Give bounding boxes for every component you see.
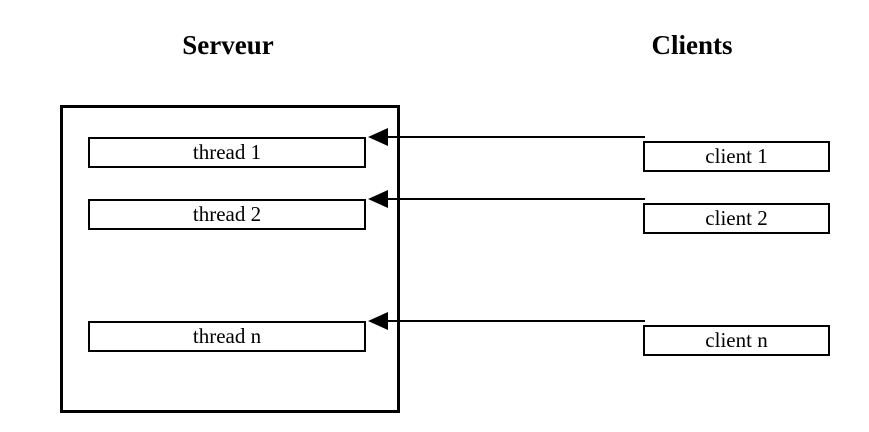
client-box-n: client n (643, 325, 830, 356)
client-label-2: client 2 (705, 206, 768, 230)
connector-line (386, 136, 645, 138)
client-label-1: client 1 (705, 144, 768, 168)
server-container-box (60, 105, 400, 413)
thread-box-2: thread 2 (88, 199, 366, 230)
connector-line (386, 198, 645, 200)
thread-box-n: thread n (88, 321, 366, 352)
thread-label-2: thread 2 (192, 202, 262, 226)
client-box-2: client 2 (643, 203, 830, 234)
connector-line (386, 320, 645, 322)
server-column-title: Serveur (182, 30, 274, 60)
connector-client-n-to-thread-n (368, 312, 645, 330)
connector-client-1-to-thread-1 (368, 128, 645, 146)
thread-label-n: thread n (192, 324, 262, 348)
thread-label-1: thread 1 (192, 140, 262, 164)
connector-client-2-to-thread-2 (368, 190, 645, 208)
client-box-1: client 1 (643, 141, 830, 172)
thread-box-1: thread 1 (88, 137, 366, 168)
clients-column-title: Clients (651, 30, 733, 60)
client-label-n: client n (705, 328, 768, 352)
